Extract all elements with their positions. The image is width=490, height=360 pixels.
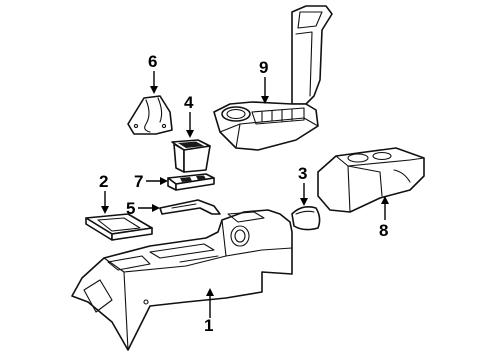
- callout-1: 1: [204, 316, 213, 335]
- storage-lid-part: [85, 213, 153, 241]
- rear-console-part: [317, 147, 425, 213]
- leader-lines: [101, 71, 389, 318]
- callout-7: 7: [134, 172, 143, 191]
- callout-9: 9: [259, 58, 268, 77]
- callout-3: 3: [298, 164, 307, 183]
- coin-holder-part: [171, 139, 211, 173]
- callout-5: 5: [126, 199, 135, 218]
- callout-8: 8: [379, 221, 388, 240]
- cup-insert-part: [291, 206, 321, 231]
- armrest-part: [213, 5, 333, 151]
- shift-boot-bezel-part: [127, 95, 173, 135]
- trim-strip-part: [159, 199, 221, 215]
- callout-4: 4: [184, 93, 194, 112]
- console-base-part: [71, 209, 293, 351]
- callout-6: 6: [148, 52, 157, 71]
- switch-panel-part: [167, 173, 215, 191]
- callout-2: 2: [99, 172, 108, 191]
